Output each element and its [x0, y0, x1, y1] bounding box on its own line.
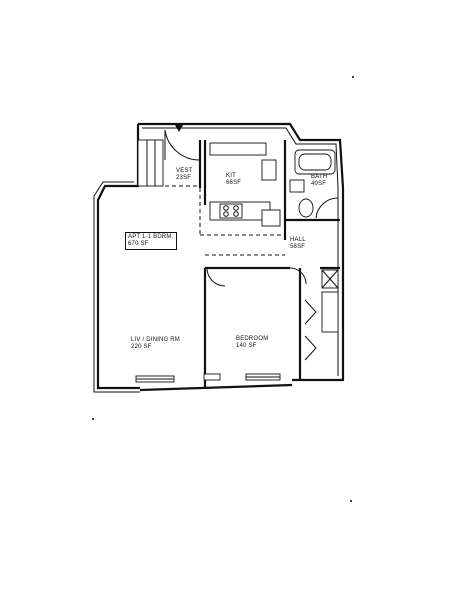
- hall-door-swing: [289, 267, 307, 285]
- interior-walls: [198, 140, 340, 388]
- room-area: 140 SF: [236, 343, 257, 349]
- bathtub-inner: [298, 153, 332, 171]
- bath-door-swing: [315, 197, 339, 219]
- kitchen-fixtures: [209, 142, 281, 227]
- radiator-icon: [203, 373, 221, 381]
- scan-speck: [92, 418, 94, 420]
- closet-bifold-door: [304, 335, 317, 361]
- room-name: LIV / DINING RM: [131, 337, 181, 343]
- toilet-icon: [298, 198, 314, 218]
- scan-speck: [352, 76, 354, 78]
- room-area: 56SF: [290, 244, 306, 250]
- dashed-boundaries: [165, 185, 285, 256]
- unit-type: APT 1-1 BDRM.: [128, 234, 174, 240]
- scan-speck: [350, 500, 352, 502]
- exterior-wall-south: [139, 383, 293, 392]
- room-area: 220 SF: [131, 344, 152, 350]
- refrigerator-icon: [261, 159, 277, 181]
- burner-icon: [223, 211, 229, 217]
- room-area: 23SF: [176, 175, 192, 181]
- bedroom-door: [206, 267, 307, 287]
- room-name: BATH: [311, 174, 328, 180]
- room-name: KIT: [226, 173, 236, 179]
- hall-closets: [304, 269, 339, 361]
- closet-bifold-door: [304, 299, 317, 325]
- unit-area: 670 SF: [128, 241, 149, 247]
- exterior-wall-north-east: [138, 122, 345, 382]
- room-name: BEDROOM: [236, 336, 269, 342]
- bedroom-door-swing: [206, 267, 226, 287]
- stove-icon: [219, 203, 243, 219]
- coat-closet: [137, 139, 164, 187]
- kitchen-sink-icon: [261, 209, 281, 227]
- burner-icon: [233, 211, 239, 217]
- exterior-wall-outer-west: [93, 181, 140, 393]
- entry-arrow-icon: [175, 125, 183, 132]
- room-name: VEST: [176, 168, 193, 174]
- room-label-bath: BATH 40SF: [311, 174, 327, 188]
- burner-icon: [233, 205, 239, 211]
- room-label-bedroom: BEDROOM 140 SF: [236, 336, 268, 350]
- windows: [135, 373, 281, 383]
- closet-cross: [321, 269, 339, 289]
- room-area: 40SF: [311, 181, 327, 187]
- room-name: HALL: [290, 237, 306, 243]
- entry-door-swing: [164, 129, 201, 161]
- unit-tag: APT 1-1 BDRM. 670 SF: [125, 232, 177, 250]
- room-area: 66SF: [226, 180, 242, 186]
- room-label-living: LIV / DINING RM 220 SF: [131, 337, 180, 351]
- bath-vanity-icon: [289, 179, 305, 193]
- entry-door: [164, 125, 201, 161]
- coat-closet-outline: [137, 139, 164, 187]
- bath-fixtures: [289, 149, 339, 219]
- room-label-hall: HALL 56SF: [290, 237, 306, 251]
- burner-icon: [223, 205, 229, 211]
- bedroom-closet: [321, 291, 339, 333]
- kitchen-upper-counter: [209, 142, 267, 156]
- room-label-kitchen: KIT 66SF: [226, 173, 241, 187]
- room-label-vest: VEST 23SF: [176, 168, 192, 182]
